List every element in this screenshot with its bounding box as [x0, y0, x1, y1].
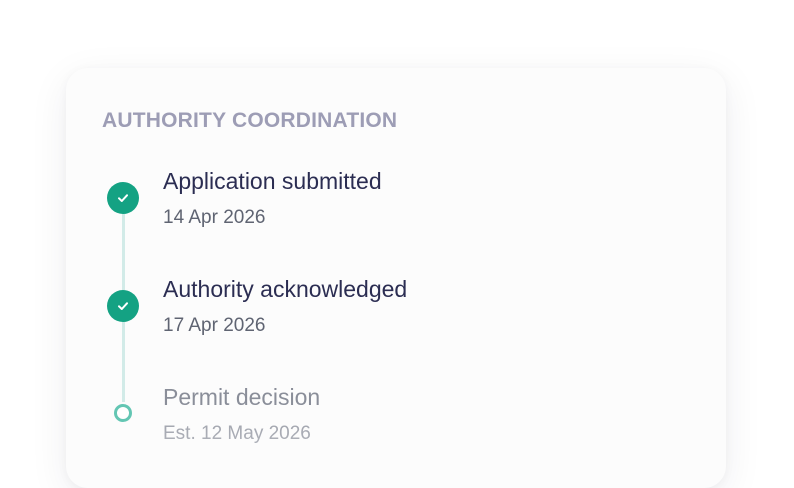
- step-date: 14 Apr 2026: [163, 207, 266, 228]
- step-title-permit-decision: Permit decision: [163, 384, 321, 410]
- pending-circle-icon: [114, 404, 132, 422]
- step-title-authority-acknowledged: Authority acknowledged: [163, 276, 408, 302]
- timeline-connector: [122, 214, 125, 292]
- step-date: 17 Apr 2026: [163, 315, 266, 336]
- section-title: AUTHORITY COORDINATION: [102, 109, 398, 132]
- timeline-connector: [122, 322, 125, 402]
- check-icon: [107, 290, 139, 322]
- check-icon: [107, 182, 139, 214]
- step-date: Est. 12 May 2026: [163, 423, 311, 444]
- step-title-application-submitted: Application submitted: [163, 168, 382, 194]
- authority-coordination-card: AUTHORITY COORDINATION Application submi…: [66, 68, 726, 488]
